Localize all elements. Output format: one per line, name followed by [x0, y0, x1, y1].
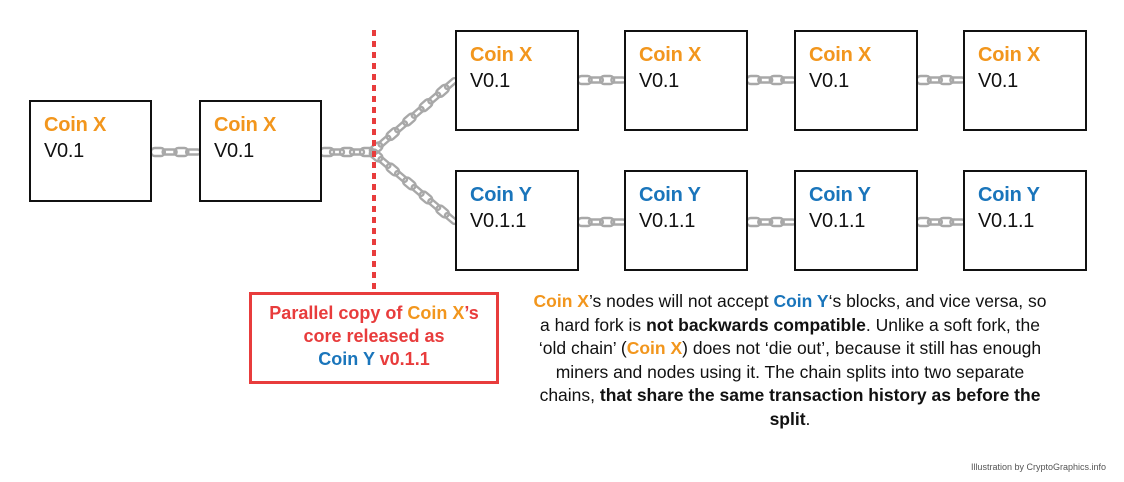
chain-y-link-1 — [576, 216, 627, 228]
chain-x-link-3 — [915, 74, 966, 86]
chain-link — [161, 148, 178, 156]
chain-fork-to-y — [368, 148, 458, 226]
chain-link — [926, 218, 944, 226]
chain-link — [937, 74, 955, 86]
block-chain-y-4: Coin Y V0.1.1 — [963, 170, 1087, 271]
block-chain-y-3: Coin Y V0.1.1 — [794, 170, 918, 271]
chain-link — [328, 148, 346, 156]
chain-link — [427, 91, 442, 105]
chain-link — [598, 74, 616, 86]
chain-link — [937, 216, 955, 228]
fork-callout-coin-y: Coin Y — [318, 349, 375, 369]
block-version: V0.1 — [214, 140, 254, 162]
description-coin-x: Coin X — [626, 338, 683, 358]
fork-description: Coin X’s nodes will not accept Coin Y‘s … — [530, 290, 1050, 431]
chain-link — [410, 105, 425, 120]
block-version: V0.1 — [470, 70, 510, 92]
block-version: V0.1.1 — [470, 210, 527, 232]
chain-x-link-2 — [745, 74, 797, 86]
chain-link — [427, 197, 442, 212]
block-version: V0.1.1 — [978, 210, 1035, 232]
block-coin-name: Coin X — [44, 114, 107, 136]
block-coin-name: Coin Y — [639, 184, 701, 206]
block-coin-name: Coin Y — [809, 184, 871, 206]
description-text: . Unlike a soft fork, the ‘old chain’ ( — [538, 314, 1040, 359]
block-chain-x-4: Coin X V0.1 — [963, 30, 1087, 131]
chain-link — [401, 176, 417, 191]
fork-callout-text: ’s — [464, 303, 479, 323]
chain-link — [435, 204, 451, 219]
description-coin-y: Coin Y — [773, 291, 829, 311]
fork-callout-text: Parallel copy of — [269, 303, 408, 323]
description-emphasis: that share the same transaction history … — [599, 385, 1041, 429]
description-emphasis: not backwards compatible — [646, 314, 866, 335]
block-version: V0.1.1 — [639, 210, 696, 232]
fork-callout-line-3: Coin Y v0.1.1 — [252, 348, 496, 371]
fork-callout-line-1: Parallel copy of Coin X’s — [252, 302, 496, 325]
description-text: . — [805, 408, 811, 429]
chain-link — [768, 74, 785, 86]
fork-callout-text: v0.1.1 — [374, 349, 430, 369]
block-coin-name: Coin X — [639, 44, 702, 66]
chain-link — [385, 162, 401, 177]
chain-link — [385, 126, 401, 142]
chain-link — [757, 218, 774, 226]
chain-y-link-2 — [745, 216, 797, 228]
chain-y-link-3 — [915, 216, 966, 228]
chain-link — [393, 169, 409, 184]
block-coin-name: Coin X — [978, 44, 1041, 66]
chain-link — [401, 112, 417, 127]
chain-link — [926, 76, 944, 84]
chain-link — [377, 155, 392, 170]
block-pre-fork-2: Coin X V0.1 — [199, 100, 322, 202]
chain-link — [348, 148, 366, 156]
block-coin-name: Coin Y — [470, 184, 532, 206]
fork-callout-coin-x: Coin X — [407, 303, 465, 323]
chain-to-fork — [318, 146, 376, 158]
block-coin-name: Coin Y — [978, 184, 1040, 206]
description-text: ’s nodes will not accept — [588, 291, 774, 311]
chain-link — [587, 76, 605, 84]
chain-link — [173, 146, 190, 158]
chain-link — [410, 183, 425, 198]
block-version: V0.1.1 — [809, 210, 866, 232]
chain-link — [418, 190, 434, 205]
block-chain-x-3: Coin X V0.1 — [794, 30, 918, 131]
block-version: V0.1 — [639, 70, 679, 92]
block-version: V0.1 — [978, 70, 1018, 92]
fork-callout: Parallel copy of Coin X’s core released … — [249, 292, 499, 384]
illustration-credit: Illustration by CryptoGraphics.info — [970, 462, 1106, 472]
chain-pre-fork — [149, 146, 202, 158]
chain-link — [757, 76, 774, 84]
chain-fork-to-x — [368, 76, 458, 156]
block-chain-x-2: Coin X V0.1 — [624, 30, 748, 131]
block-coin-name: Coin X — [809, 44, 872, 66]
block-version: V0.1 — [44, 140, 84, 162]
block-chain-y-2: Coin Y V0.1.1 — [624, 170, 748, 271]
chain-link — [368, 148, 384, 163]
description-text: ) does not ‘die out’, because it still h… — [539, 338, 1042, 405]
description-text: ‘s blocks, and vice versa, so a hard for… — [540, 291, 1047, 335]
chain-link — [598, 216, 616, 228]
chain-link — [435, 83, 451, 98]
chain-link — [587, 218, 605, 226]
chain-link — [338, 146, 356, 158]
block-chain-x-1: Coin X V0.1 — [455, 30, 579, 131]
block-pre-fork-1: Coin X V0.1 — [29, 100, 152, 202]
chain-link — [393, 120, 409, 134]
block-coin-name: Coin X — [470, 44, 533, 66]
block-coin-name: Coin X — [214, 114, 277, 136]
chain-link — [768, 216, 785, 228]
block-version: V0.1 — [809, 70, 849, 92]
fork-callout-line-2: core released as — [303, 326, 445, 346]
chain-link — [377, 134, 392, 148]
chain-x-link-1 — [576, 74, 627, 86]
description-coin-x: Coin X — [533, 291, 589, 311]
block-chain-y-1: Coin Y V0.1.1 — [455, 170, 579, 271]
chain-link — [418, 98, 434, 113]
